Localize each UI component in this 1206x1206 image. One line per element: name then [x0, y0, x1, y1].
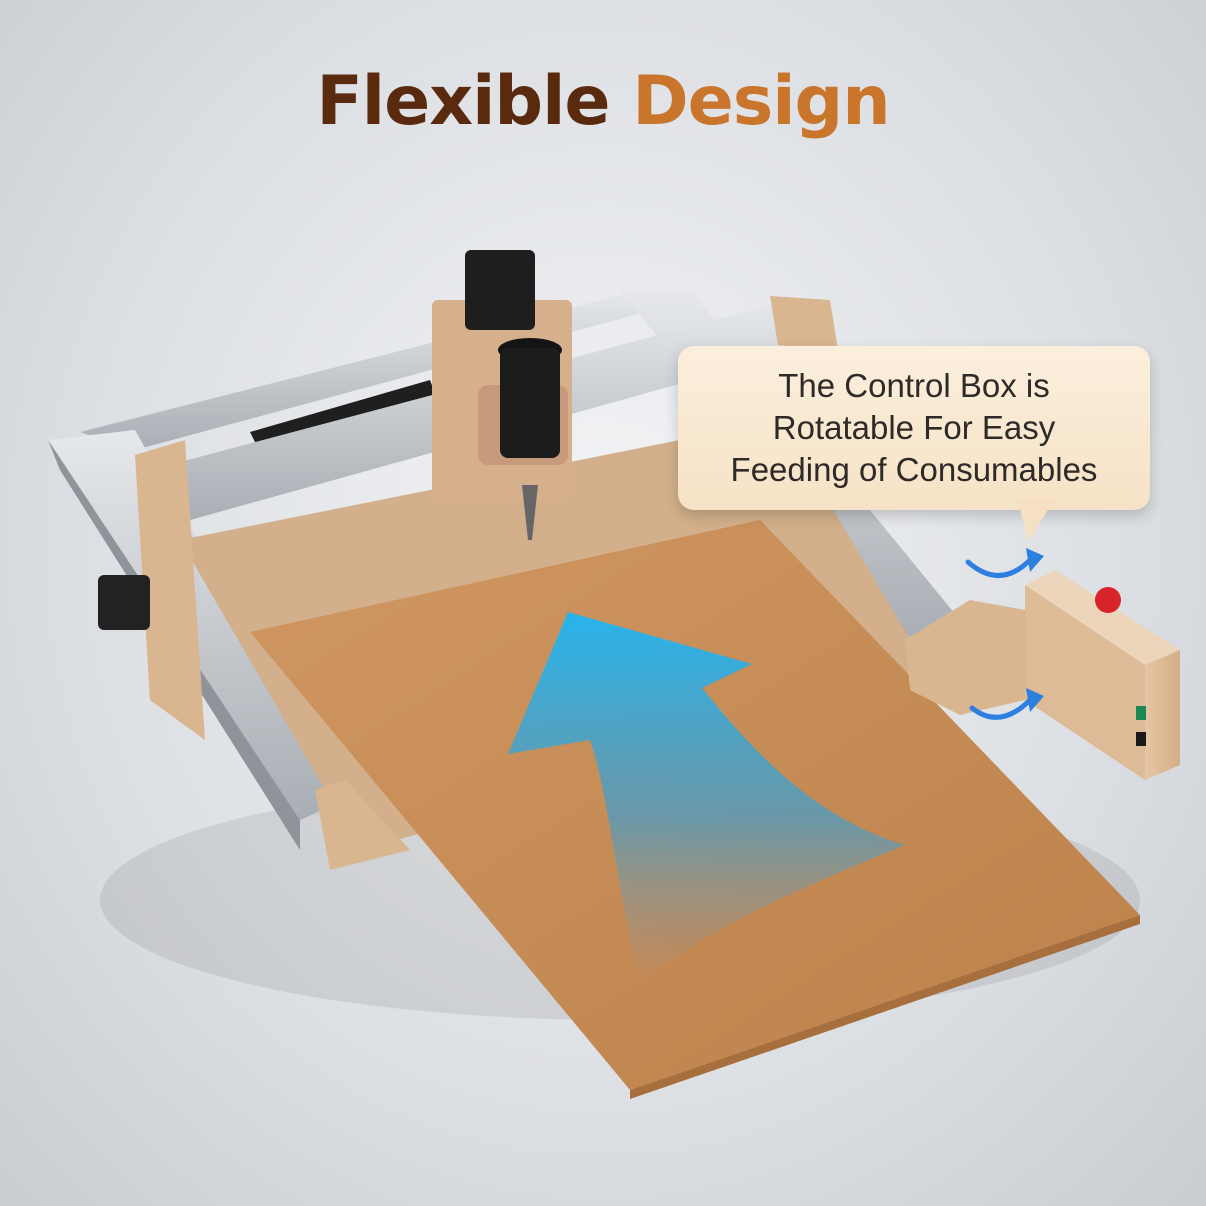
control-port [1136, 706, 1146, 720]
headline: Flexible Design [0, 62, 1206, 141]
callout-line-1: The Control Box is [778, 367, 1050, 404]
emergency-stop-button [1095, 587, 1121, 613]
right-bracket [905, 600, 1025, 715]
spindle-bit [522, 485, 538, 540]
mdf-workpiece-edge [630, 915, 1140, 1099]
gantry-right-plate [770, 296, 838, 350]
control-box-front [1145, 650, 1180, 780]
control-box-side [1025, 585, 1145, 780]
curved-arrow-head-icon [1026, 548, 1044, 572]
curved-arrow-icon [969, 697, 1033, 720]
spindle-body [500, 348, 560, 458]
curved-arrow-head-icon [1026, 688, 1044, 712]
callout-line-3: Feeding of Consumables [730, 451, 1098, 488]
curved-arrow-icon [965, 557, 1033, 578]
front-left-plate [315, 780, 410, 870]
callout-tail [1018, 500, 1054, 542]
x-motor [98, 575, 150, 630]
cable-chain [250, 380, 436, 448]
control-box-callout: The Control Box is Rotatable For Easy Fe… [678, 346, 1150, 510]
gantry-left-plate [135, 440, 205, 740]
headline-word-2: Design [632, 62, 890, 141]
z-motor [465, 250, 535, 330]
headline-word-1: Flexible [316, 62, 610, 141]
callout-line-2: Rotatable For Easy [772, 409, 1056, 446]
control-box-top [1025, 570, 1180, 665]
up-arrow-icon [508, 612, 905, 985]
power-port [1136, 732, 1146, 746]
